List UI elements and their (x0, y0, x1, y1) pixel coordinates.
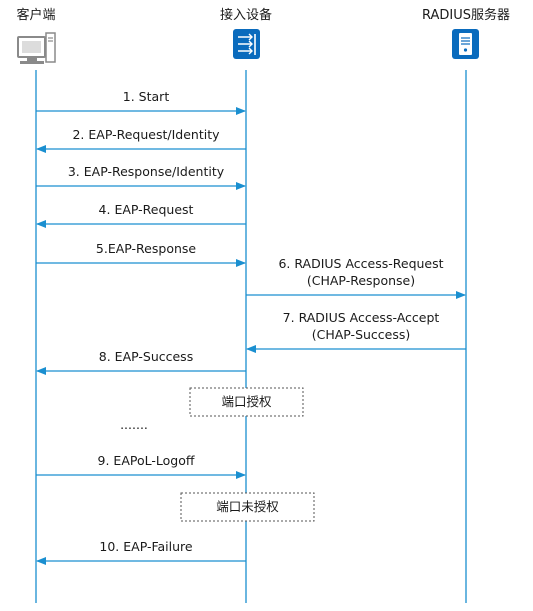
message-label-6-line-1: 6. RADIUS Access-Request (278, 256, 443, 271)
participant-client-label: 客户端 (16, 7, 55, 23)
message-label-6-line-2: (CHAP-Response) (307, 273, 415, 288)
message-label-8: 8. EAP-Success (99, 349, 193, 364)
message-label-7-line-1: 7. RADIUS Access-Accept (283, 310, 440, 325)
port-authorized-label: 端口授权 (221, 394, 272, 409)
message-label-9: 9. EAPoL-Logoff (98, 453, 195, 468)
message-label-5: 5.EAP-Response (96, 241, 196, 256)
message-label-1: 1. Start (123, 89, 170, 104)
message-label-3: 3. EAP-Response/Identity (68, 164, 225, 179)
messages: 1. Start 2. EAP-Request/Identity 3. EAP-Re… (36, 89, 466, 565)
access-switch-icon (233, 29, 260, 59)
participant-server-label: RADIUS服务器 (422, 7, 510, 23)
message-label-4: 4. EAP-Request (99, 202, 194, 217)
participant-device-label: 接入设备 (220, 7, 272, 23)
port-unauthorized-note: 端口未授权 (180, 492, 315, 522)
port-unauthorized-label: 端口未授权 (216, 499, 279, 514)
message-label-10: 10. EAP-Failure (99, 539, 193, 554)
computer-icon (17, 32, 56, 64)
port-authorized-note: 端口授权 (189, 387, 304, 417)
server-icon (452, 29, 479, 59)
ellipsis-text: ....... (120, 417, 148, 432)
message-label-2: 2. EAP-Request/Identity (72, 127, 220, 142)
message-label-7-line-2: (CHAP-Success) (312, 327, 411, 342)
